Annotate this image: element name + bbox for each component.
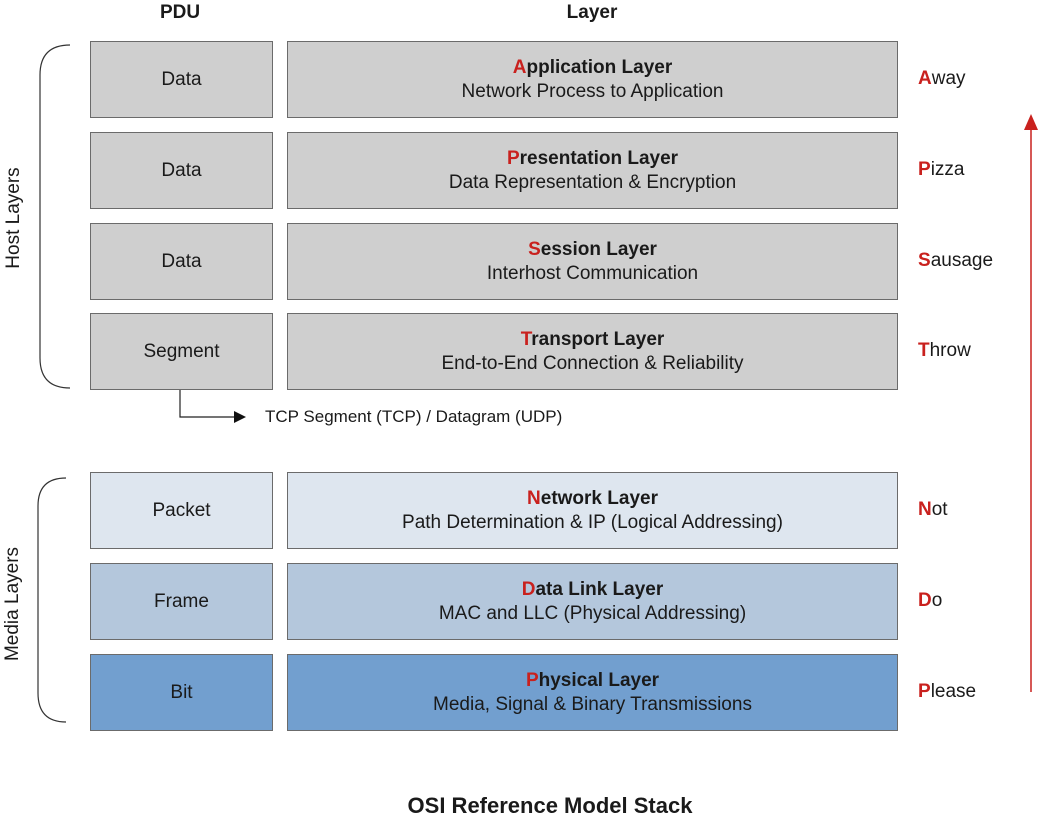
mnemonic-initial: N bbox=[918, 499, 932, 520]
layer-name: Data Link Layer bbox=[522, 578, 664, 602]
layer-name: Application Layer bbox=[513, 56, 672, 80]
layer-initial: A bbox=[512, 56, 527, 78]
layer-name: Physical Layer bbox=[526, 669, 659, 693]
layer-name-rest: ession Layer bbox=[540, 238, 657, 260]
media-layers-brace bbox=[37, 477, 67, 723]
pdu-label: Data bbox=[161, 159, 202, 181]
mnemonic-initial: T bbox=[918, 340, 930, 361]
mnemonic-rest: ausage bbox=[930, 250, 994, 271]
mnemonic-word: Sausage bbox=[918, 249, 993, 273]
layer-description: Media, Signal & Binary Transmissions bbox=[433, 693, 752, 715]
pdu-label: Data bbox=[161, 68, 202, 90]
segment-connector-arrowhead bbox=[234, 411, 246, 423]
host-layers-brace bbox=[39, 44, 71, 389]
pdu-box-application: Data bbox=[90, 41, 273, 118]
layer-box-application: Application Layer Network Process to App… bbox=[287, 41, 898, 118]
layer-description: Data Representation & Encryption bbox=[448, 171, 737, 193]
layer-name-rest: hysical Layer bbox=[538, 669, 660, 691]
pdu-box-network: Packet bbox=[90, 472, 273, 549]
mnemonic-rest: o bbox=[931, 590, 943, 611]
pdu-label: Segment bbox=[143, 340, 220, 362]
pdu-box-session: Data bbox=[90, 223, 273, 300]
media-layers-label: Media Layers bbox=[2, 546, 23, 662]
mnemonic-rest: hrow bbox=[929, 340, 971, 361]
layer-box-physical: Physical Layer Media, Signal & Binary Tr… bbox=[287, 654, 898, 731]
mnemonic-rest: ot bbox=[931, 499, 948, 520]
layer-description: Network Process to Application bbox=[461, 80, 724, 102]
pdu-box-data-link: Frame bbox=[90, 563, 273, 640]
pdu-label: Frame bbox=[154, 590, 209, 612]
mnemonic-word: Do bbox=[918, 589, 942, 613]
host-layers-label: Host Layers bbox=[3, 167, 24, 269]
mnemonic-rest: way bbox=[931, 68, 966, 89]
pdu-box-presentation: Data bbox=[90, 132, 273, 209]
mnemonic-word: Not bbox=[918, 498, 948, 522]
pdu-label: Bit bbox=[170, 681, 193, 703]
layer-description: Interhost Communication bbox=[486, 262, 699, 284]
mnemonic-initial: P bbox=[918, 681, 931, 702]
layer-name-rest: ransport Layer bbox=[531, 328, 665, 350]
layer-name-rest: pplication Layer bbox=[526, 56, 673, 78]
layer-initial: P bbox=[506, 147, 520, 169]
layer-name-rest: ata Link Layer bbox=[535, 578, 664, 600]
layer-name: Network Layer bbox=[527, 487, 658, 511]
mnemonic-word: Pizza bbox=[918, 158, 964, 182]
segment-note: TCP Segment (TCP) / Datagram (UDP) bbox=[265, 407, 563, 426]
layer-box-network: Network Layer Path Determination & IP (L… bbox=[287, 472, 898, 549]
layer-box-presentation: Presentation Layer Data Representation &… bbox=[287, 132, 898, 209]
layer-name: Presentation Layer bbox=[507, 147, 678, 171]
layer-description: End-to-End Connection & Reliability bbox=[441, 352, 744, 374]
mnemonic-initial: P bbox=[918, 159, 931, 180]
layer-description: Path Determination & IP (Logical Address… bbox=[402, 511, 783, 533]
layer-box-session: Session Layer Interhost Communication bbox=[287, 223, 898, 300]
layer-name: Session Layer bbox=[528, 238, 657, 262]
pdu-box-transport: Segment bbox=[90, 313, 273, 390]
mnemonic-initial: A bbox=[918, 68, 932, 89]
layer-box-transport: Transport Layer End-to-End Connection & … bbox=[287, 313, 898, 390]
mnemonic-initial: S bbox=[918, 250, 931, 271]
mnemonic-rest: izza bbox=[930, 159, 965, 180]
mnemonic-rest: lease bbox=[930, 681, 977, 702]
layer-header: Layer bbox=[566, 2, 618, 23]
diagram-title: OSI Reference Model Stack bbox=[407, 793, 693, 818]
layer-initial: T bbox=[520, 328, 532, 350]
mnemonic-initial: D bbox=[918, 590, 932, 611]
layer-name-rest: etwork Layer bbox=[540, 487, 658, 509]
pdu-header: PDU bbox=[159, 2, 201, 23]
layer-initial: D bbox=[521, 578, 536, 600]
mnemonic-word: Please bbox=[918, 680, 976, 704]
mnemonic-word: Throw bbox=[918, 339, 971, 363]
layer-initial: N bbox=[527, 487, 541, 509]
layer-name-rest: resentation Layer bbox=[519, 147, 679, 169]
layer-description: MAC and LLC (Physical Addressing) bbox=[438, 602, 747, 624]
pdu-box-physical: Bit bbox=[90, 654, 273, 731]
layer-box-data-link: Data Link Layer MAC and LLC (Physical Ad… bbox=[287, 563, 898, 640]
pdu-label: Data bbox=[161, 250, 202, 272]
pdu-label: Packet bbox=[152, 499, 211, 521]
upward-arrow-head bbox=[1024, 114, 1038, 130]
layer-name: Transport Layer bbox=[521, 328, 665, 352]
layer-initial: P bbox=[525, 669, 539, 691]
layer-initial: S bbox=[528, 238, 541, 260]
mnemonic-word: Away bbox=[918, 67, 966, 91]
